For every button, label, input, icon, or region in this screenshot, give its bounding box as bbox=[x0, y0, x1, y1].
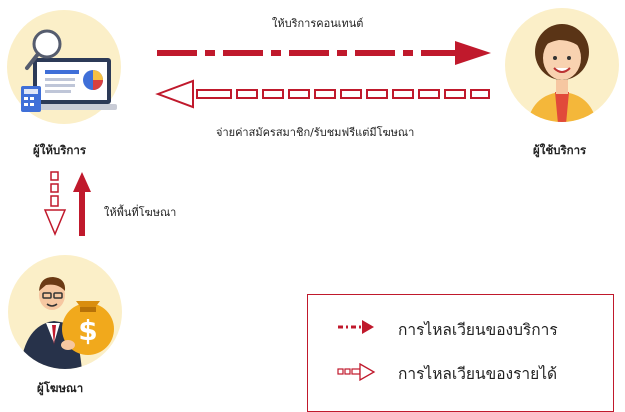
revenue-flow-arrow-left bbox=[155, 79, 490, 109]
provider-node bbox=[5, 8, 123, 126]
service-flow-legend-label: การไหลเวียนของบริการ bbox=[398, 321, 558, 339]
service-flow-legend-icon bbox=[338, 320, 374, 334]
provide-content-label: ให้บริการคอนเทนต์ bbox=[272, 17, 364, 30]
ad-space-label: ให้พื้นที่โฆษณา bbox=[104, 206, 177, 219]
laptop-with-charts-icon bbox=[7, 10, 121, 124]
provider-label: ผู้ให้บริการ bbox=[33, 143, 87, 157]
legend: การไหลเวียนของบริการ การไหลเวียนของรายได… bbox=[307, 294, 614, 412]
revenue-flow-arrow-down bbox=[43, 171, 67, 236]
pay-label: จ่ายค่าสมัครสมาชิก/รับชมฟรีแต่มีโฆษณา bbox=[216, 126, 415, 139]
revenue-flow-legend-label: การไหลเวียนของรายได้ bbox=[398, 365, 558, 383]
businessman-money-bag-icon: $ bbox=[8, 255, 122, 369]
user-label: ผู้ใช้บริการ bbox=[533, 143, 587, 157]
user-node bbox=[503, 6, 621, 124]
woman-avatar-icon bbox=[505, 8, 619, 122]
revenue-flow-legend-icon bbox=[337, 363, 376, 381]
svg-text:$: $ bbox=[78, 314, 97, 347]
service-flow-arrow-right bbox=[157, 41, 491, 65]
service-flow-arrow-up bbox=[73, 172, 91, 236]
advertiser-node: $ bbox=[6, 253, 124, 371]
advertiser-label: ผู้โฆษณา bbox=[37, 381, 84, 395]
